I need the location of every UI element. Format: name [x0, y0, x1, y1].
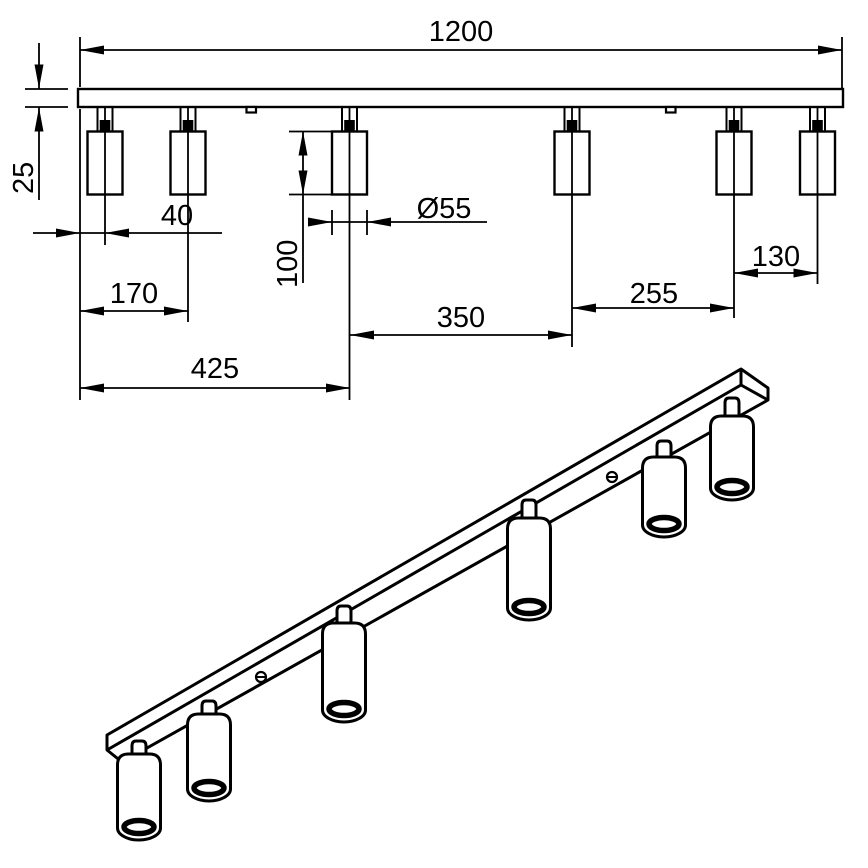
- stem: [723, 396, 741, 421]
- stem: [655, 439, 673, 462]
- mounting-notch-icon: [664, 105, 677, 114]
- dim-label-span-4-5: 255: [630, 278, 678, 310]
- perspective-view: [105, 367, 770, 842]
- spotlight-3d-2: [186, 699, 232, 803]
- lens: [646, 514, 682, 534]
- stem: [563, 108, 581, 131]
- cylinder: [116, 752, 162, 842]
- mounting-bar: [76, 87, 845, 114]
- dim-label-span-5-6: 130: [752, 241, 800, 273]
- arrow-icon: [350, 330, 572, 340]
- dim-label-span-3-4: 350: [437, 302, 485, 334]
- spotlight-3d-6: [709, 396, 755, 502]
- dim-label-second-offset: 170: [110, 278, 158, 310]
- spotlight-3d-4: [506, 498, 552, 622]
- screw-icon: [254, 670, 268, 684]
- dim-span-4-5: 255: [572, 108, 735, 318]
- mounting-bar-body: [76, 87, 845, 109]
- stem: [725, 108, 743, 131]
- stem: [341, 108, 358, 131]
- lens: [714, 477, 750, 497]
- arrow-icon: [34, 64, 44, 132]
- arrow-icon: [308, 217, 391, 227]
- stem: [179, 108, 197, 131]
- stem: [96, 108, 114, 131]
- dim-spot-diameter: Ø55: [308, 193, 487, 235]
- dim-label-diameter: Ø55: [417, 193, 472, 225]
- dim-label-spot-height: 100: [272, 240, 304, 288]
- arrow-icon: [734, 268, 818, 278]
- dim-label-thickness: 25: [8, 162, 40, 194]
- dim-label-total: 1200: [429, 16, 494, 48]
- stem: [809, 108, 826, 131]
- dim-label-third-offset: 425: [191, 353, 239, 385]
- plate-edges: [106, 369, 769, 752]
- lens: [326, 699, 362, 719]
- cylinder: [506, 516, 552, 622]
- cylinder: [186, 712, 232, 803]
- stem: [335, 604, 353, 628]
- screw-icon: [605, 470, 619, 484]
- dim-span-3-4: 350: [350, 108, 573, 347]
- spotlight-3d-1: [116, 739, 162, 842]
- arrow-icon: [56, 228, 129, 238]
- spotlight-3d-3: [321, 604, 367, 724]
- dim-total-length: 1200: [79, 16, 843, 400]
- lens: [511, 597, 547, 617]
- arrow-icon: [80, 306, 188, 316]
- dim-span-5-6: 130: [734, 108, 819, 284]
- cylinder: [321, 621, 367, 724]
- dim-third-offset: 425: [80, 108, 351, 400]
- spotlight-3d-5: [641, 439, 687, 539]
- arrow-icon: [298, 131, 308, 195]
- dim-second-offset: 170: [80, 108, 189, 322]
- lens: [121, 817, 157, 837]
- lens: [191, 778, 227, 798]
- cylinder: [709, 414, 755, 502]
- front-view: 1200 25 40 170 425 1: [8, 16, 845, 400]
- mounting-notch-icon: [245, 105, 258, 114]
- stem: [520, 498, 538, 523]
- dim-plate-thickness: 25: [8, 43, 68, 200]
- dim-spot-height: 100: [272, 130, 368, 288]
